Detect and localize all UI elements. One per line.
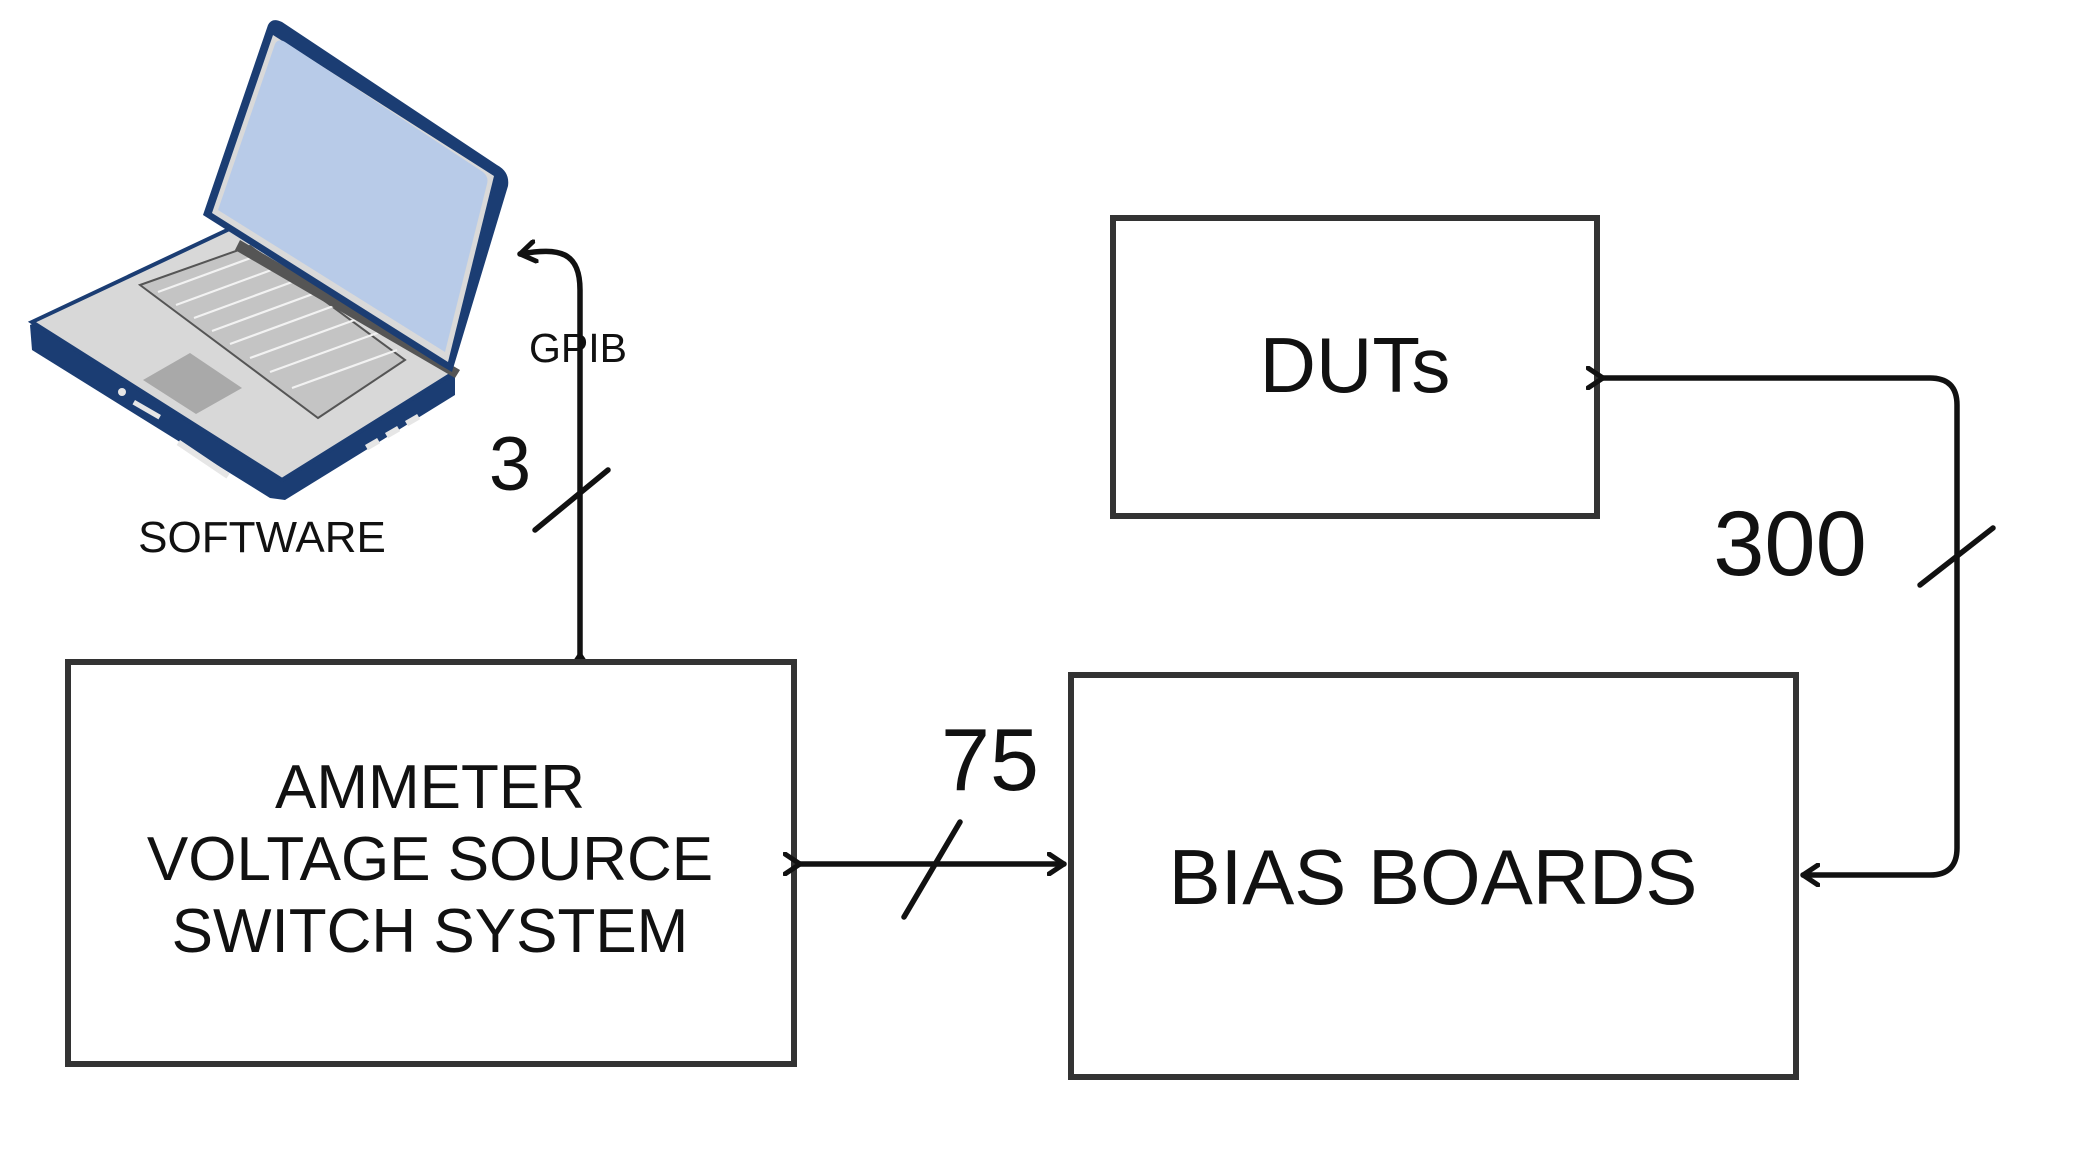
bias-line-count: 75 (941, 710, 1039, 809)
gpib-label: GPIB (529, 325, 627, 371)
bus-slash-duts (1917, 525, 1996, 588)
bus-slash-gpib (532, 467, 611, 533)
duts-line-count: 300 (1713, 493, 1867, 595)
bus-slash-bias (901, 819, 963, 920)
voltage-source-label: VOLTAGE SOURCE (147, 825, 713, 894)
bias-boards-label: BIAS BOARDS (1169, 833, 1698, 921)
duts-label: DUTs (1260, 321, 1451, 409)
instruments-block: AMMETER VOLTAGE SOURCE SWITCH SYSTEM (65, 659, 797, 1067)
duts-connection (1603, 378, 1960, 875)
ammeter-label: AMMETER (275, 753, 585, 822)
gpib-connection (517, 251, 580, 655)
switch-system-label: SWITCH SYSTEM (172, 897, 689, 966)
laptop-icon (27, 20, 509, 500)
software-caption: SOFTWARE (138, 513, 386, 562)
duts-block: DUTs (1110, 215, 1600, 519)
bias-boards-block: BIAS BOARDS (1068, 672, 1799, 1080)
gpib-line-count: 3 (489, 422, 531, 507)
